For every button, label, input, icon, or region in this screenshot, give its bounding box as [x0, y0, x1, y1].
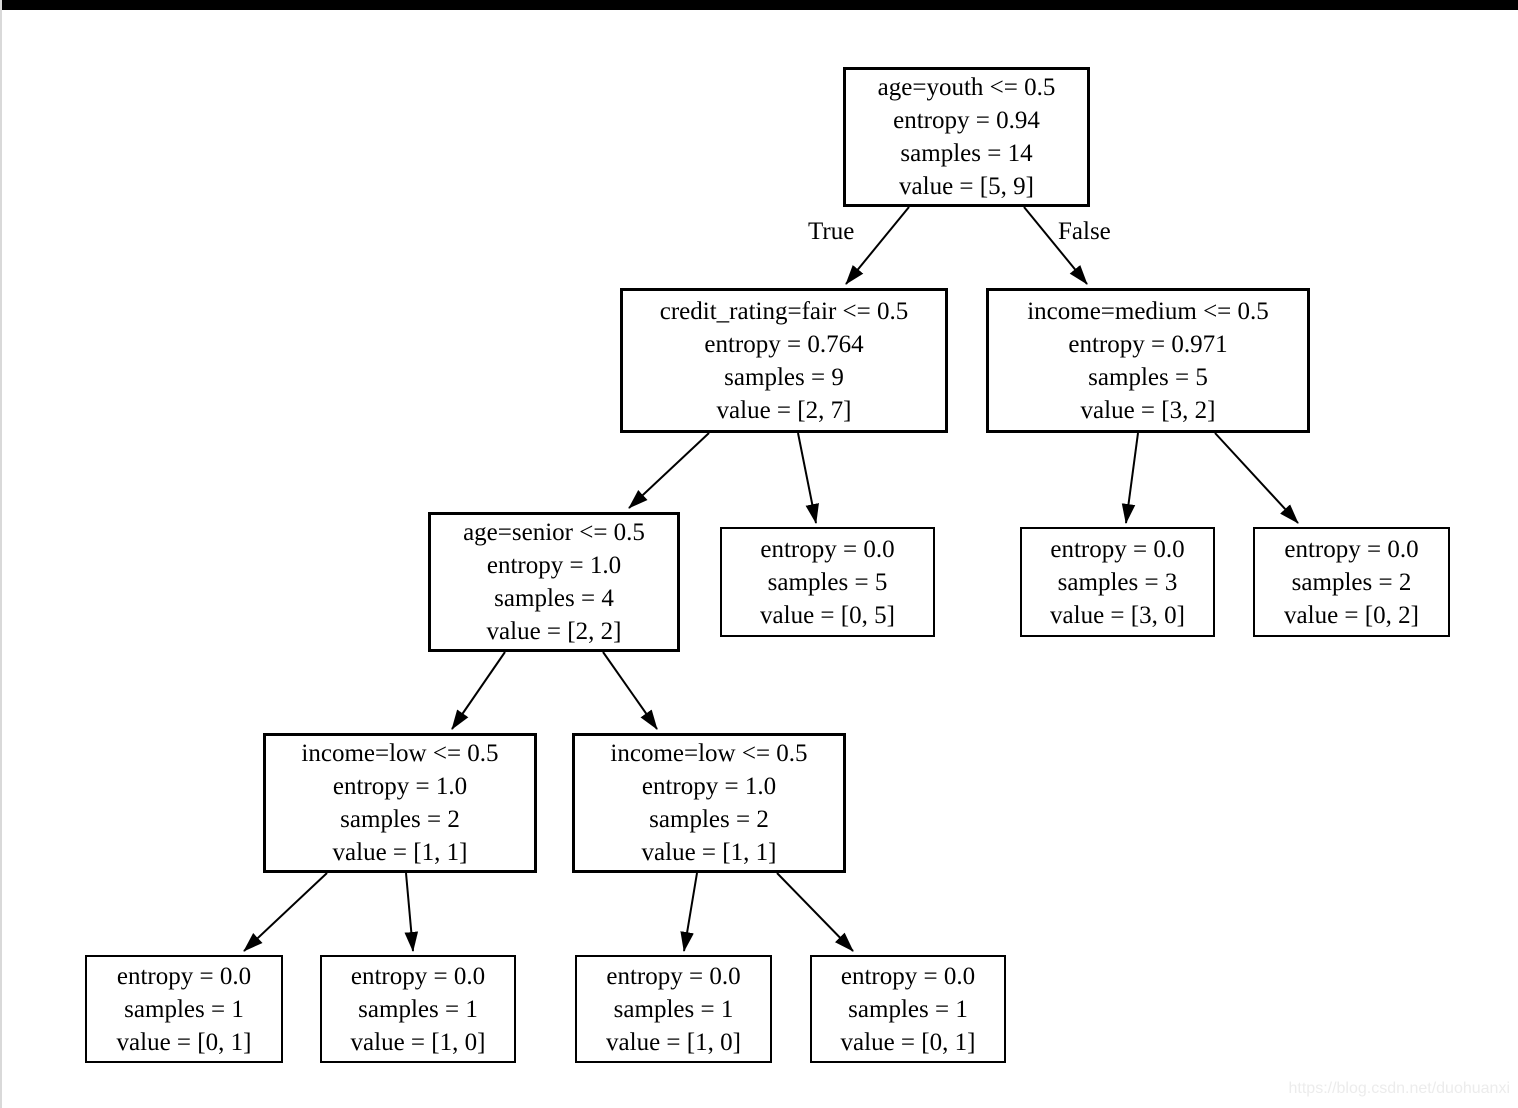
edge-root-true	[845, 206, 910, 285]
node-value: value = [2, 7]	[716, 396, 852, 424]
node-samples: samples = 9	[724, 363, 844, 391]
node-entropy: entropy = 0.764	[704, 330, 864, 358]
node-samples: samples = 1	[358, 995, 478, 1023]
node-value: value = [5, 9]	[899, 173, 1034, 200]
node-samples: samples = 4	[494, 585, 614, 612]
edge-incomemed-to-leaf30	[1121, 432, 1139, 524]
node-value: value = [1, 1]	[641, 839, 777, 866]
node-age-senior: age=senior <= 0.5 entropy = 1.0 samples …	[428, 512, 680, 652]
node-entropy: entropy = 0.0	[1284, 535, 1419, 563]
node-entropy: entropy = 0.0	[840, 962, 976, 990]
node-samples: samples = 5	[767, 568, 888, 596]
node-entropy: entropy = 1.0	[486, 552, 622, 579]
node-value: value = [1, 1]	[332, 839, 468, 866]
node-income-low-right: income=low <= 0.5 entropy = 1.0 samples …	[572, 733, 846, 873]
node-samples: samples = 2	[1291, 568, 1412, 596]
edge-label-false: False	[1058, 218, 1111, 245]
node-samples: samples = 14	[900, 140, 1033, 167]
node-value: value = [0, 5]	[760, 601, 895, 629]
node-income-low-left: income=low <= 0.5 entropy = 1.0 samples …	[263, 733, 537, 873]
node-credit-rating-fair: credit_rating=fair <= 0.5 entropy = 0.76…	[620, 288, 948, 433]
node-entropy: entropy = 1.0	[332, 773, 468, 800]
node-samples: samples = 5	[1088, 363, 1208, 391]
node-condition: age=youth <= 0.5	[877, 74, 1056, 101]
edge-low1-to-leaf01a	[243, 872, 328, 952]
node-value: value = [0, 2]	[1284, 601, 1419, 629]
leaf-node-1-0-b: entropy = 0.0 samples = 1 value = [1, 0]	[575, 955, 772, 1063]
node-value: value = [2, 2]	[486, 618, 622, 645]
edge-low2-to-leaf10b	[680, 872, 698, 952]
node-value: value = [1, 0]	[606, 1028, 741, 1056]
leaf-node-0-5: entropy = 0.0 samples = 5 value = [0, 5]	[720, 527, 935, 637]
node-entropy: entropy = 1.0	[641, 773, 777, 800]
node-condition: income=low <= 0.5	[610, 740, 808, 767]
node-samples: samples = 1	[848, 995, 968, 1023]
node-value: value = [0, 1]	[840, 1028, 976, 1056]
leaf-node-3-0: entropy = 0.0 samples = 3 value = [3, 0]	[1020, 527, 1215, 637]
csdn-watermark: https://blog.csdn.net/duohuanxi	[1288, 1080, 1511, 1097]
edge-low2-to-leaf01b	[776, 872, 854, 952]
node-condition: age=senior <= 0.5	[463, 519, 645, 546]
node-value: value = [3, 0]	[1050, 601, 1185, 629]
node-entropy: entropy = 0.0	[116, 962, 252, 990]
node-value: value = [3, 2]	[1080, 396, 1216, 424]
node-condition: credit_rating=fair <= 0.5	[659, 297, 909, 325]
node-entropy: entropy = 0.0	[760, 535, 895, 563]
leaf-node-0-1-b: entropy = 0.0 samples = 1 value = [0, 1]	[810, 955, 1006, 1063]
node-value: value = [0, 1]	[116, 1028, 252, 1056]
node-samples: samples = 1	[124, 995, 244, 1023]
node-entropy: entropy = 0.94	[893, 107, 1040, 134]
edge-incomemed-to-leaf02	[1214, 432, 1299, 524]
node-entropy: entropy = 0.971	[1068, 330, 1228, 358]
node-entropy: entropy = 0.0	[1050, 535, 1185, 563]
edge-low1-to-leaf10a	[404, 872, 419, 952]
node-value: value = [1, 0]	[350, 1028, 486, 1056]
edge-agesenior-to-low1	[451, 651, 506, 730]
edge-root-false	[1023, 206, 1088, 285]
leaf-node-0-1-a: entropy = 0.0 samples = 1 value = [0, 1]	[85, 955, 283, 1063]
node-condition: income=medium <= 0.5	[1027, 297, 1269, 325]
node-samples: samples = 1	[613, 995, 734, 1023]
node-entropy: entropy = 0.0	[606, 962, 741, 990]
edge-label-true: True	[808, 218, 855, 245]
leaf-node-0-2: entropy = 0.0 samples = 2 value = [0, 2]	[1253, 527, 1450, 637]
node-income-medium: income=medium <= 0.5 entropy = 0.971 sam…	[986, 288, 1310, 433]
leaf-node-1-0-a: entropy = 0.0 samples = 1 value = [1, 0]	[320, 955, 516, 1063]
node-samples: samples = 2	[649, 806, 769, 833]
node-samples: samples = 3	[1057, 568, 1178, 596]
node-condition: income=low <= 0.5	[301, 740, 499, 767]
edge-credit-to-leaf05	[797, 432, 819, 524]
left-border-line	[0, 0, 2, 1108]
node-age-youth: age=youth <= 0.5 entropy = 0.94 samples …	[843, 67, 1090, 207]
node-samples: samples = 2	[340, 806, 460, 833]
edge-credit-to-agesenior	[628, 432, 710, 509]
node-entropy: entropy = 0.0	[350, 962, 486, 990]
edge-agesenior-to-low2	[602, 651, 658, 730]
top-border-bar	[0, 0, 1518, 10]
